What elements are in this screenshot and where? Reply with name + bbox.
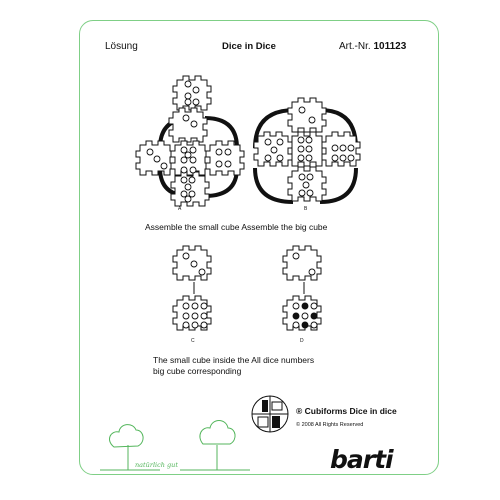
article-number: 101123 — [373, 41, 407, 52]
figure-label-a: A — [178, 206, 182, 212]
caption-assemble: Assemble the small cube Assemble the big… — [145, 222, 328, 232]
brand-copyright: © 2008 All Rights Reserved — [296, 422, 364, 428]
diagram-d — [282, 245, 322, 331]
diagram-b — [253, 97, 361, 204]
barti-logo: barti — [330, 445, 394, 474]
caption-inside-line1: The small cube inside the All dice numbe… — [153, 355, 315, 365]
diagram-c — [172, 245, 212, 331]
brand-title: ® Cubiforms Dice in dice — [296, 406, 397, 416]
logo-mark — [251, 395, 289, 433]
header-solution-label: Lösung — [105, 41, 138, 52]
figure-label-c: C — [191, 338, 195, 344]
diagram-a — [135, 75, 245, 207]
header-article-number: Art.-Nr. 101123 — [339, 41, 406, 52]
registered-mark: ® — [296, 406, 303, 416]
figure-label-d: D — [300, 338, 304, 344]
slogan: natürlich gut — [135, 461, 178, 469]
header-title: Dice in Dice — [222, 41, 276, 52]
tree-middle — [199, 420, 236, 470]
figure-label-b: B — [304, 206, 308, 212]
caption-inside-line2: big cube corresponding — [153, 366, 242, 376]
article-prefix: Art.-Nr. — [339, 41, 371, 52]
tree-left — [109, 424, 144, 470]
page-frame — [79, 20, 439, 475]
brand-title-text: Cubiforms Dice in dice — [304, 406, 397, 416]
